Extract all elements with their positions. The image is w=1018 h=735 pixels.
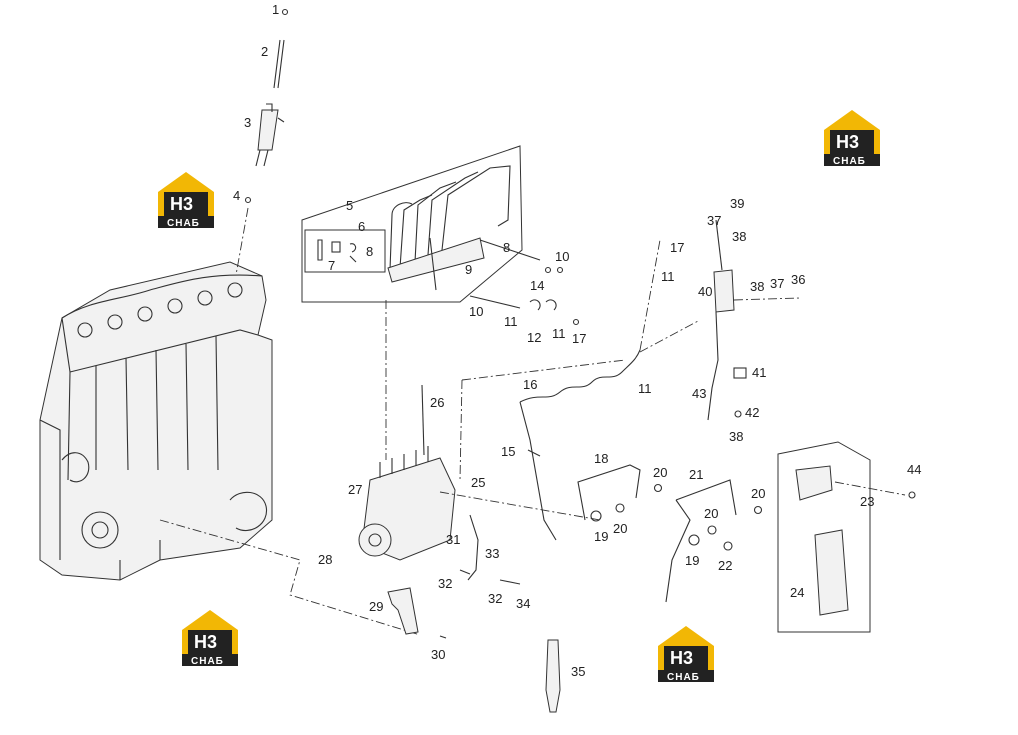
callout-label: 18 <box>594 451 608 466</box>
seal-kit-parts <box>317 239 357 263</box>
callout-label: 12 <box>527 330 541 345</box>
callout-label: 41 <box>752 365 766 380</box>
callout-label: 8 <box>366 244 373 259</box>
callout-label: 9 <box>465 262 472 277</box>
callout-label: 16 <box>523 377 537 392</box>
svg-text:СНАБ: СНАБ <box>167 218 200 229</box>
callout-label: 11 <box>504 314 518 329</box>
callout-label: 1 <box>272 2 279 17</box>
callout-label: 38 <box>750 279 764 294</box>
tool-35 <box>545 639 561 713</box>
injection-lines <box>387 165 541 291</box>
callout-label: 20 <box>613 521 627 536</box>
callout-label: 2 <box>261 44 268 59</box>
callout-label: 10 <box>469 304 483 319</box>
kit-box-6 <box>304 229 386 273</box>
brand-logo: H3 СНАБ <box>158 172 214 229</box>
filter-box <box>777 441 871 633</box>
svg-text:СНАБ: СНАБ <box>667 672 700 683</box>
callout-label: 22 <box>718 558 732 573</box>
svg-text:СНАБ: СНАБ <box>833 156 866 167</box>
injection-pump <box>159 300 601 636</box>
callout-label: 40 <box>698 284 712 299</box>
callout-label: 7 <box>328 258 335 273</box>
callout-label: 24 <box>790 585 804 600</box>
callout-label: 5 <box>346 198 353 213</box>
injector-assembly <box>235 8 289 276</box>
callout-label: 32 <box>488 591 502 606</box>
callout-label: 19 <box>685 553 699 568</box>
svg-text:H3: H3 <box>194 632 217 652</box>
callout-label: 30 <box>431 647 445 662</box>
callout-label: 11 <box>638 381 652 396</box>
engine-block <box>39 261 273 581</box>
callout-label: 11 <box>661 269 675 284</box>
callout-label: 20 <box>653 465 667 480</box>
fuel-filter <box>795 465 916 616</box>
svg-text:СНАБ: СНАБ <box>191 656 224 667</box>
callout-label: 31 <box>446 532 460 547</box>
callout-label: 39 <box>730 196 744 211</box>
brand-logo: H3 СНАБ <box>182 610 238 667</box>
callout-label: 43 <box>692 386 706 401</box>
kit-box-5 <box>301 145 523 303</box>
callout-label: 33 <box>485 546 499 561</box>
callout-label: 27 <box>348 482 362 497</box>
callout-label: 20 <box>704 506 718 521</box>
callout-label: 20 <box>751 486 765 501</box>
callout-label: 6 <box>358 219 365 234</box>
return-line-assembly <box>707 219 801 421</box>
callout-label: 42 <box>745 405 759 420</box>
callout-label: 38 <box>729 429 743 444</box>
svg-text:H3: H3 <box>170 194 193 214</box>
callout-label: 26 <box>430 395 444 410</box>
callout-label: 17 <box>670 240 684 255</box>
callout-label: 32 <box>438 576 452 591</box>
callout-label: 28 <box>318 552 332 567</box>
oil-pipe <box>467 514 479 581</box>
callout-label: 11 <box>552 326 566 341</box>
callout-label: 14 <box>530 278 544 293</box>
callout-label: 8 <box>503 240 510 255</box>
callout-label: 37 <box>707 213 721 228</box>
callout-label: 10 <box>555 249 569 264</box>
callout-labels: 1 2 3 4 5 6 7 8 8 9 10 10 11 11 11 11 12… <box>233 2 921 679</box>
callout-label: 37 <box>770 276 784 291</box>
callout-label: 4 <box>233 188 240 203</box>
callout-label: 23 <box>860 494 874 509</box>
fuel-pipe-21 <box>665 479 763 603</box>
leak-off-line <box>459 239 701 541</box>
mounting-hardware <box>469 266 580 326</box>
callout-label: 19 <box>594 529 608 544</box>
fuel-pipe-18 <box>577 464 663 522</box>
callout-label: 17 <box>572 331 586 346</box>
brand-logo: H3 СНАБ <box>658 626 714 683</box>
callout-label: 15 <box>501 444 515 459</box>
pump-bracket <box>387 587 419 635</box>
callout-label: 38 <box>732 229 746 244</box>
callout-label: 21 <box>689 467 703 482</box>
callout-label: 34 <box>516 596 530 611</box>
callout-label: 35 <box>571 664 585 679</box>
callout-label: 25 <box>471 475 485 490</box>
brand-logo: H3 СНАБ <box>824 110 880 167</box>
svg-text:H3: H3 <box>836 132 859 152</box>
callout-label: 3 <box>244 115 251 130</box>
callout-label: 29 <box>369 599 383 614</box>
svg-text:H3: H3 <box>670 648 693 668</box>
callout-label: 44 <box>907 462 921 477</box>
callout-label: 36 <box>791 272 805 287</box>
